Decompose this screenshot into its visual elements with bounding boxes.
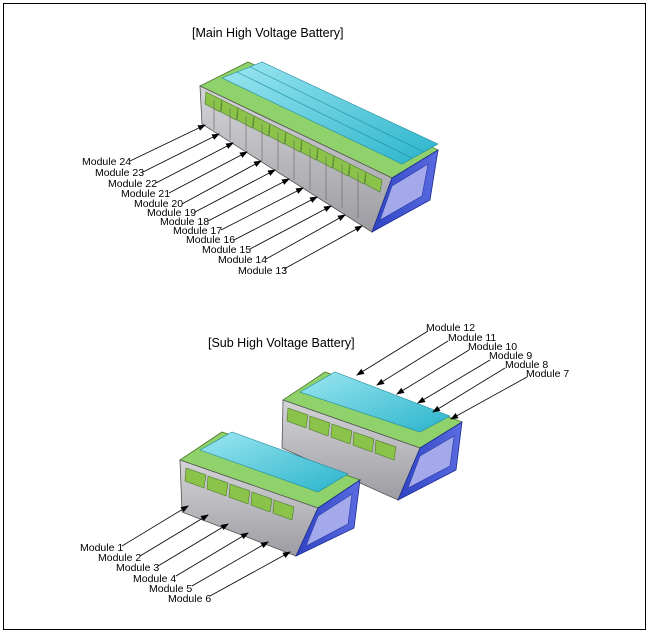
sub-battery-rear-pack [281,371,463,501]
label-module-11: Module 11 [448,332,497,344]
label-module-5: Module 5 [149,583,193,595]
sub-front-arrows [121,505,291,597]
arrow-module-2 [139,514,209,557]
arrow-module-3 [157,523,229,567]
label-module-9: Module 9 [489,350,533,362]
arrow-module-9 [417,359,491,404]
arrow-module-24 [129,124,206,162]
arrow-module-12 [356,330,429,376]
sub-rear-arrows [356,330,528,420]
label-module-2: Module 2 [98,552,142,564]
label-module-21: Module 21 [121,188,171,200]
label-module-23: Module 23 [95,167,145,179]
arrow-module-17 [220,187,304,231]
arrow-module-6 [209,551,291,597]
label-module-13: Module 13 [238,265,288,277]
arrow-module-15 [249,205,332,250]
label-module-7: Module 7 [526,368,570,380]
label-module-15: Module 15 [202,244,252,256]
label-module-24: Module 24 [82,156,132,168]
arrow-module-16 [233,196,318,241]
label-module-17: Module 17 [173,225,223,237]
arrow-module-21 [168,151,248,194]
label-module-19: Module 19 [147,207,197,219]
label-module-4: Module 4 [133,573,177,585]
label-module-18: Module 18 [160,216,210,228]
main-arrows [129,124,363,270]
arrow-module-23 [142,133,220,173]
arrow-module-19 [194,169,276,213]
label-module-12: Module 12 [426,322,476,334]
label-module-14: Module 14 [218,254,268,266]
sub-battery-front-pack [179,431,361,557]
arrow-module-8 [432,367,506,413]
arrow-module-11 [376,340,449,386]
arrow-module-7 [450,376,528,420]
label-module-16: Module 16 [186,234,236,246]
label-module-3: Module 3 [116,562,160,574]
arrow-module-20 [181,160,262,205]
main-battery-pack [199,61,439,233]
label-module-6: Module 6 [168,593,212,605]
arrow-module-5 [191,541,269,587]
arrow-module-1 [121,505,189,547]
arrow-module-18 [207,178,290,222]
arrow-module-10 [396,349,470,395]
label-module-22: Module 22 [108,178,158,190]
sub-battery-title: [Sub High Voltage Battery] [208,336,355,350]
arrow-module-13 [283,225,363,270]
label-module-1: Module 1 [80,542,124,554]
label-module-20: Module 20 [134,198,184,210]
label-module-10: Module 10 [468,341,518,353]
arrow-module-4 [175,532,249,577]
label-module-8: Module 8 [505,359,549,371]
arrow-module-22 [155,142,234,184]
arrow-module-14 [265,214,346,260]
main-battery-title: [Main High Voltage Battery] [192,26,344,40]
